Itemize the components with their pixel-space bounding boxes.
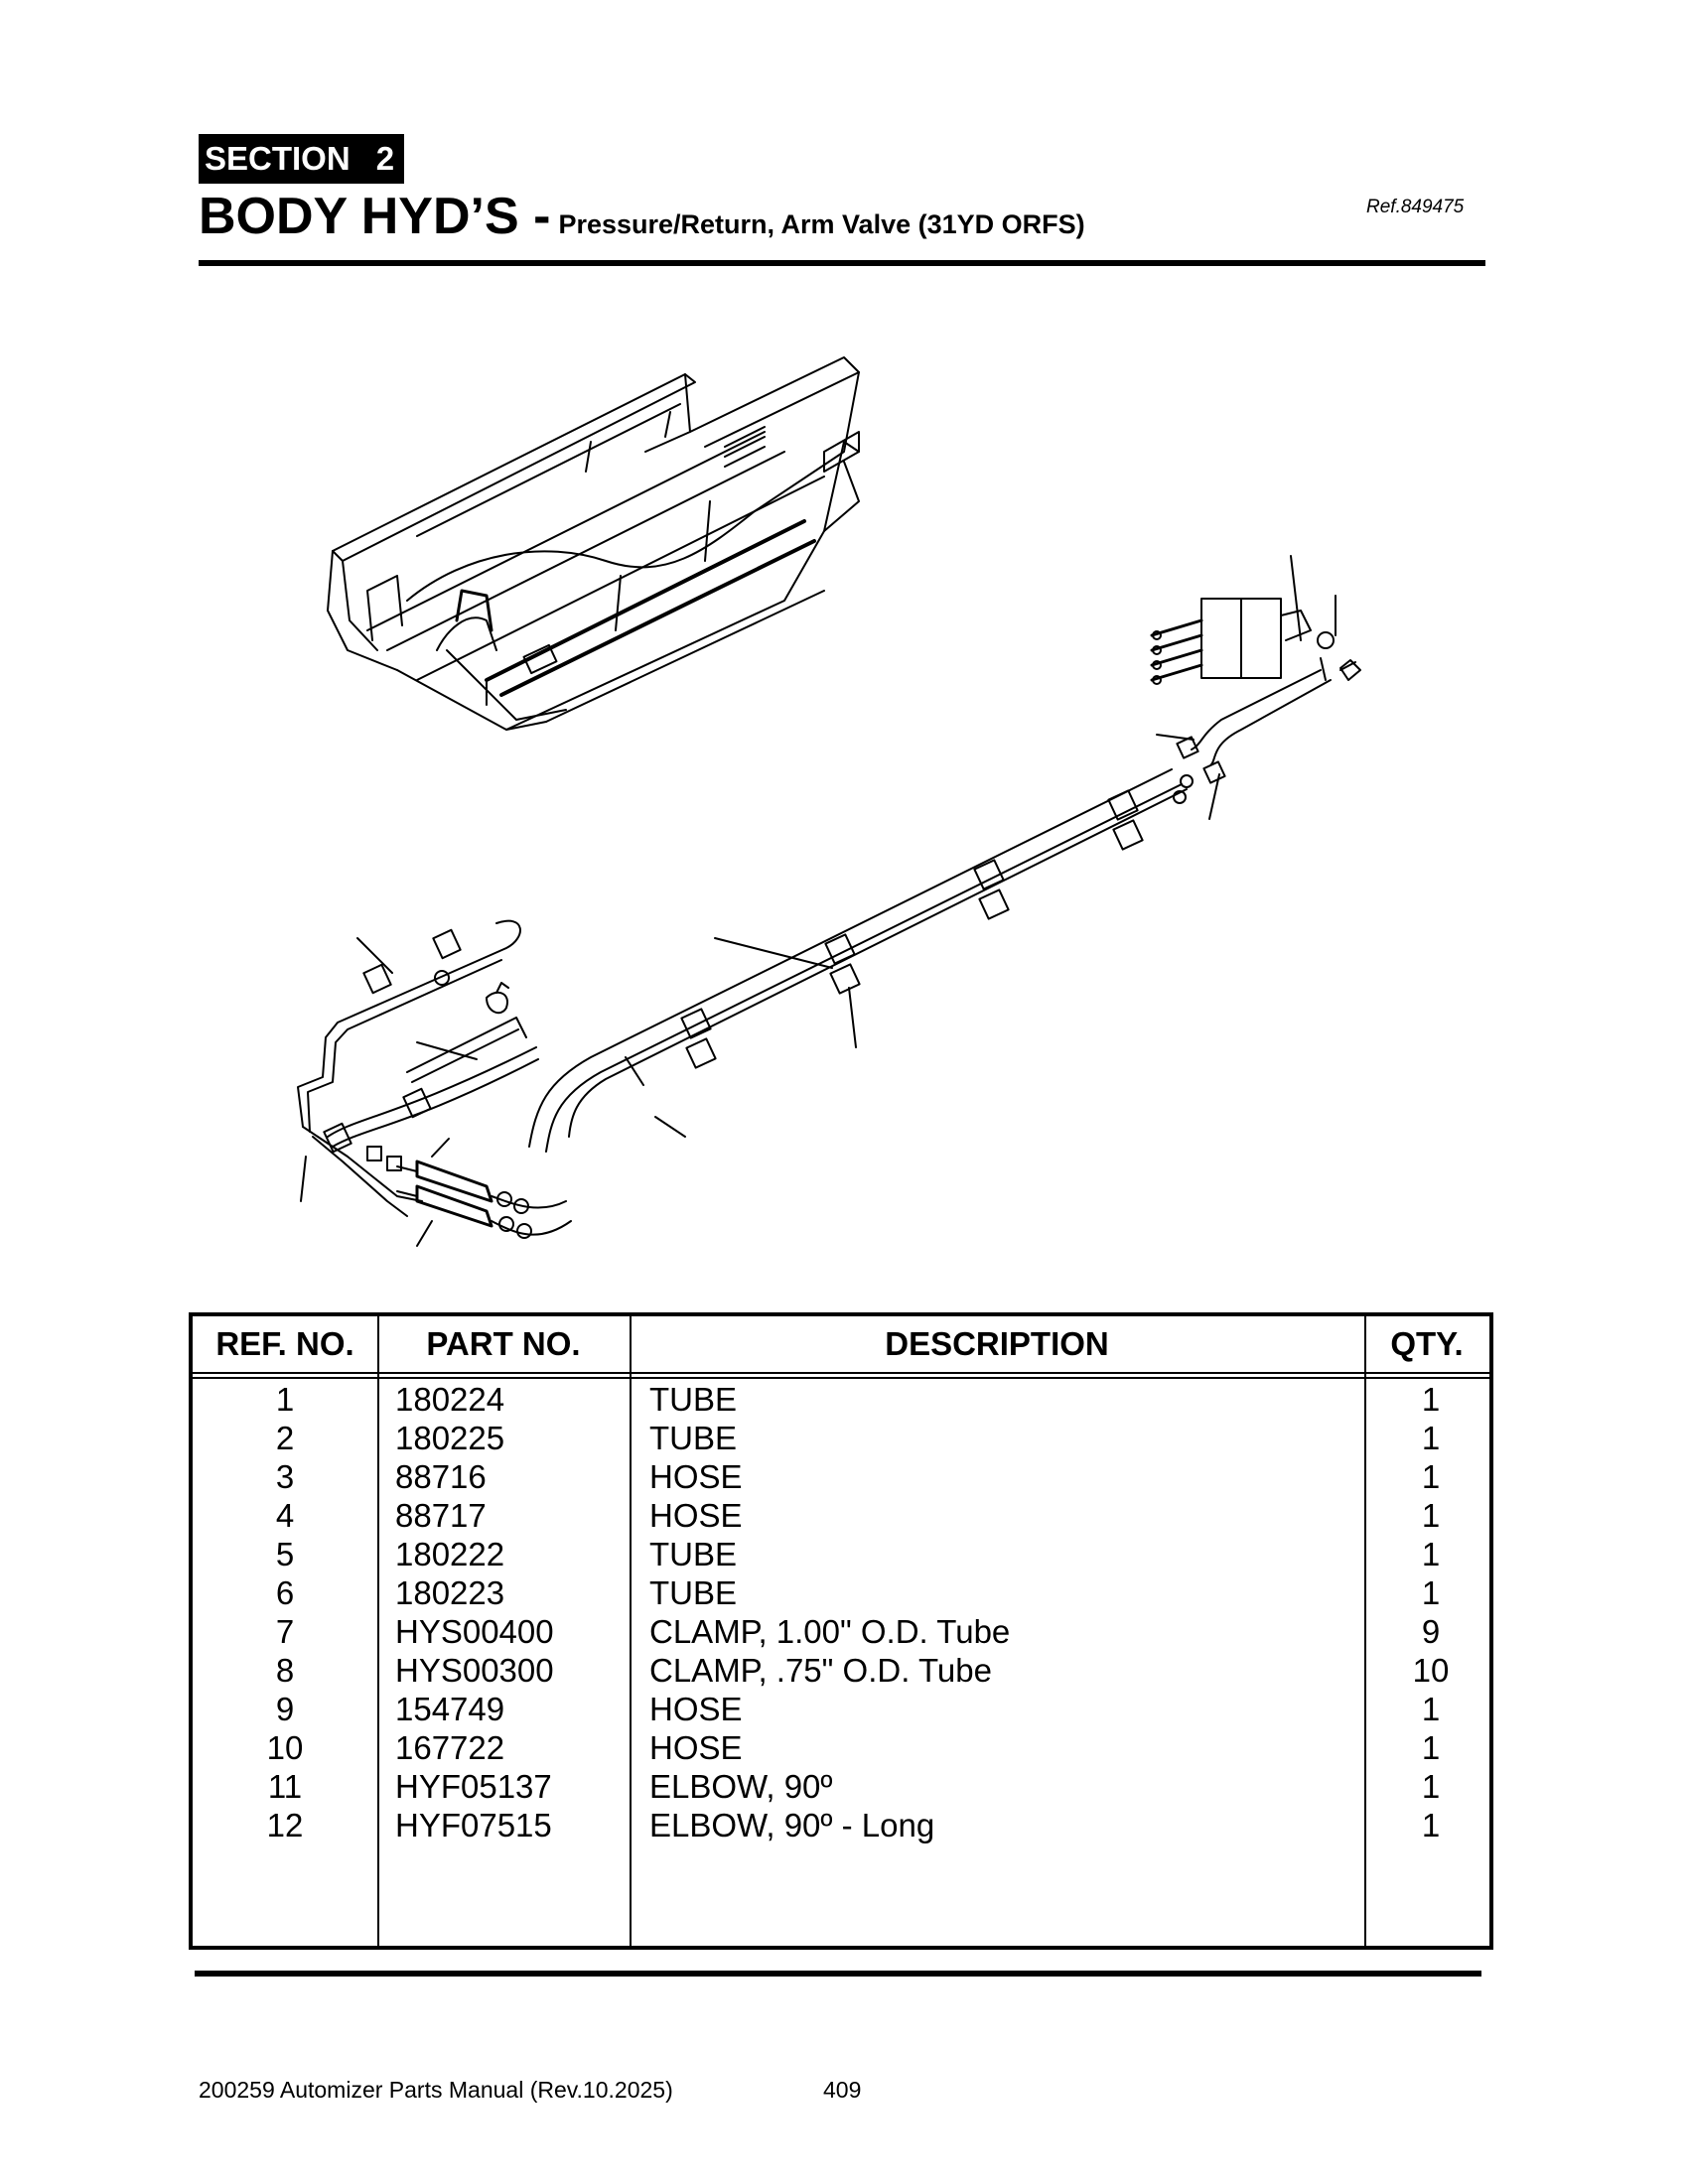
header-part-no: PART NO. (426, 1325, 581, 1362)
table-row: 1 180224 TUBE 1 (193, 1380, 1489, 1419)
description-cell: CLAMP, 1.00" O.D. Tube (649, 1613, 1011, 1650)
qty-cell: 1 (1421, 1458, 1441, 1495)
header-ref-no: REF. NO. (215, 1325, 354, 1362)
parts-diagram (297, 356, 1361, 1247)
table-row: 11 HYF05137 ELBOW, 90º 1 (193, 1767, 1489, 1806)
section-number: 2 (375, 140, 395, 177)
description-cell: CLAMP, .75" O.D. Tube (649, 1652, 992, 1689)
table-row: 2 180225 TUBE 1 (193, 1419, 1489, 1457)
part-no-cell: 180222 (395, 1536, 505, 1572)
part-no-cell: 180223 (395, 1574, 505, 1611)
part-no-cell: 167722 (395, 1729, 505, 1766)
tube-assembly-illustration (528, 768, 1194, 1153)
qty-cell: 1 (1421, 1807, 1441, 1843)
ref-no-cell: 6 (275, 1574, 295, 1611)
table-row: 9 154749 HOSE 1 (193, 1690, 1489, 1728)
ref-no-cell: 10 (266, 1729, 304, 1766)
page-title-main: BODY HYD’S - (199, 188, 551, 245)
qty-cell: 1 (1421, 1691, 1441, 1727)
ref-no-cell: 4 (275, 1497, 295, 1534)
ref-no-cell: 7 (275, 1613, 295, 1650)
ref-no-cell: 9 (275, 1691, 295, 1727)
qty-cell: 1 (1421, 1420, 1441, 1456)
table-row: 6 180223 TUBE 1 (193, 1573, 1489, 1612)
table-row: 8 HYS00300 CLAMP, .75" O.D. Tube 10 (193, 1651, 1489, 1690)
qty-cell: 9 (1421, 1613, 1441, 1650)
header-rule (199, 260, 1485, 266)
column-divider (377, 1316, 379, 1946)
part-no-cell: 154749 (395, 1691, 505, 1727)
arm-valve-illustration (1150, 555, 1361, 820)
ref-no-cell: 3 (275, 1458, 295, 1495)
qty-cell: 1 (1421, 1768, 1441, 1805)
left-hose-assembly-illustration (297, 919, 572, 1247)
part-no-cell: HYF07515 (395, 1807, 552, 1843)
description-cell: ELBOW, 90º (649, 1768, 833, 1805)
page-number: 409 (823, 2077, 862, 2103)
part-no-cell: HYS00300 (395, 1652, 554, 1689)
header-qty: QTY. (1390, 1325, 1464, 1362)
ref-no-cell: 12 (266, 1807, 304, 1843)
parts-table-header-rule (193, 1377, 1489, 1379)
table-row: 7 HYS00400 CLAMP, 1.00" O.D. Tube 9 (193, 1612, 1489, 1651)
table-row: 5 180222 TUBE 1 (193, 1535, 1489, 1573)
description-cell: TUBE (649, 1420, 738, 1456)
table-row: 12 HYF07515 ELBOW, 90º - Long 1 (193, 1806, 1489, 1844)
ref-no-cell: 8 (275, 1652, 295, 1689)
description-cell: HOSE (649, 1729, 743, 1766)
qty-cell: 10 (1412, 1652, 1450, 1689)
description-cell: HOSE (649, 1497, 743, 1534)
manual-title: 200259 Automizer Parts Manual (Rev.10.20… (199, 2077, 673, 2103)
part-no-cell: 88716 (395, 1458, 487, 1495)
part-no-cell: 88717 (395, 1497, 487, 1534)
part-no-cell: 180225 (395, 1420, 505, 1456)
description-cell: ELBOW, 90º - Long (649, 1807, 935, 1843)
part-no-cell: HYF05137 (395, 1768, 552, 1805)
qty-cell: 1 (1421, 1536, 1441, 1572)
qty-cell: 1 (1421, 1381, 1441, 1418)
column-divider (630, 1316, 632, 1946)
ref-no-cell: 5 (275, 1536, 295, 1572)
parts-table-header (193, 1316, 1489, 1374)
ref-no-cell: 11 (267, 1768, 303, 1805)
reference-number: Ref.849475 (1366, 197, 1465, 217)
part-no-cell: HYS00400 (395, 1613, 554, 1650)
table-row: 3 88716 HOSE 1 (193, 1457, 1489, 1496)
part-no-cell: 180224 (395, 1381, 505, 1418)
table-row: 4 88717 HOSE 1 (193, 1496, 1489, 1535)
page-title: BODY HYD’S -Pressure/Return, Arm Valve (… (199, 187, 1085, 246)
description-cell: TUBE (649, 1574, 738, 1611)
description-cell: TUBE (649, 1381, 738, 1418)
page-title-sub: Pressure/Return, Arm Valve (31YD ORFS) (558, 209, 1085, 239)
table-row: 10 167722 HOSE 1 (193, 1728, 1489, 1767)
qty-cell: 1 (1421, 1574, 1441, 1611)
column-divider (1364, 1316, 1366, 1946)
section-label: SECTION (205, 140, 351, 177)
qty-cell: 1 (1421, 1497, 1441, 1534)
parts-table: REF. NO. PART NO. DESCRIPTION QTY. 1 1802… (189, 1312, 1493, 1950)
truck-body-illustration (327, 356, 860, 731)
description-cell: HOSE (649, 1458, 743, 1495)
header-description: DESCRIPTION (885, 1325, 1109, 1362)
section-badge: SECTION 2 (199, 134, 405, 184)
footer-rule (195, 1971, 1481, 1977)
ref-no-cell: 1 (275, 1381, 295, 1418)
description-cell: HOSE (649, 1691, 743, 1727)
qty-cell: 1 (1421, 1729, 1441, 1766)
ref-no-cell: 2 (275, 1420, 295, 1456)
description-cell: TUBE (649, 1536, 738, 1572)
